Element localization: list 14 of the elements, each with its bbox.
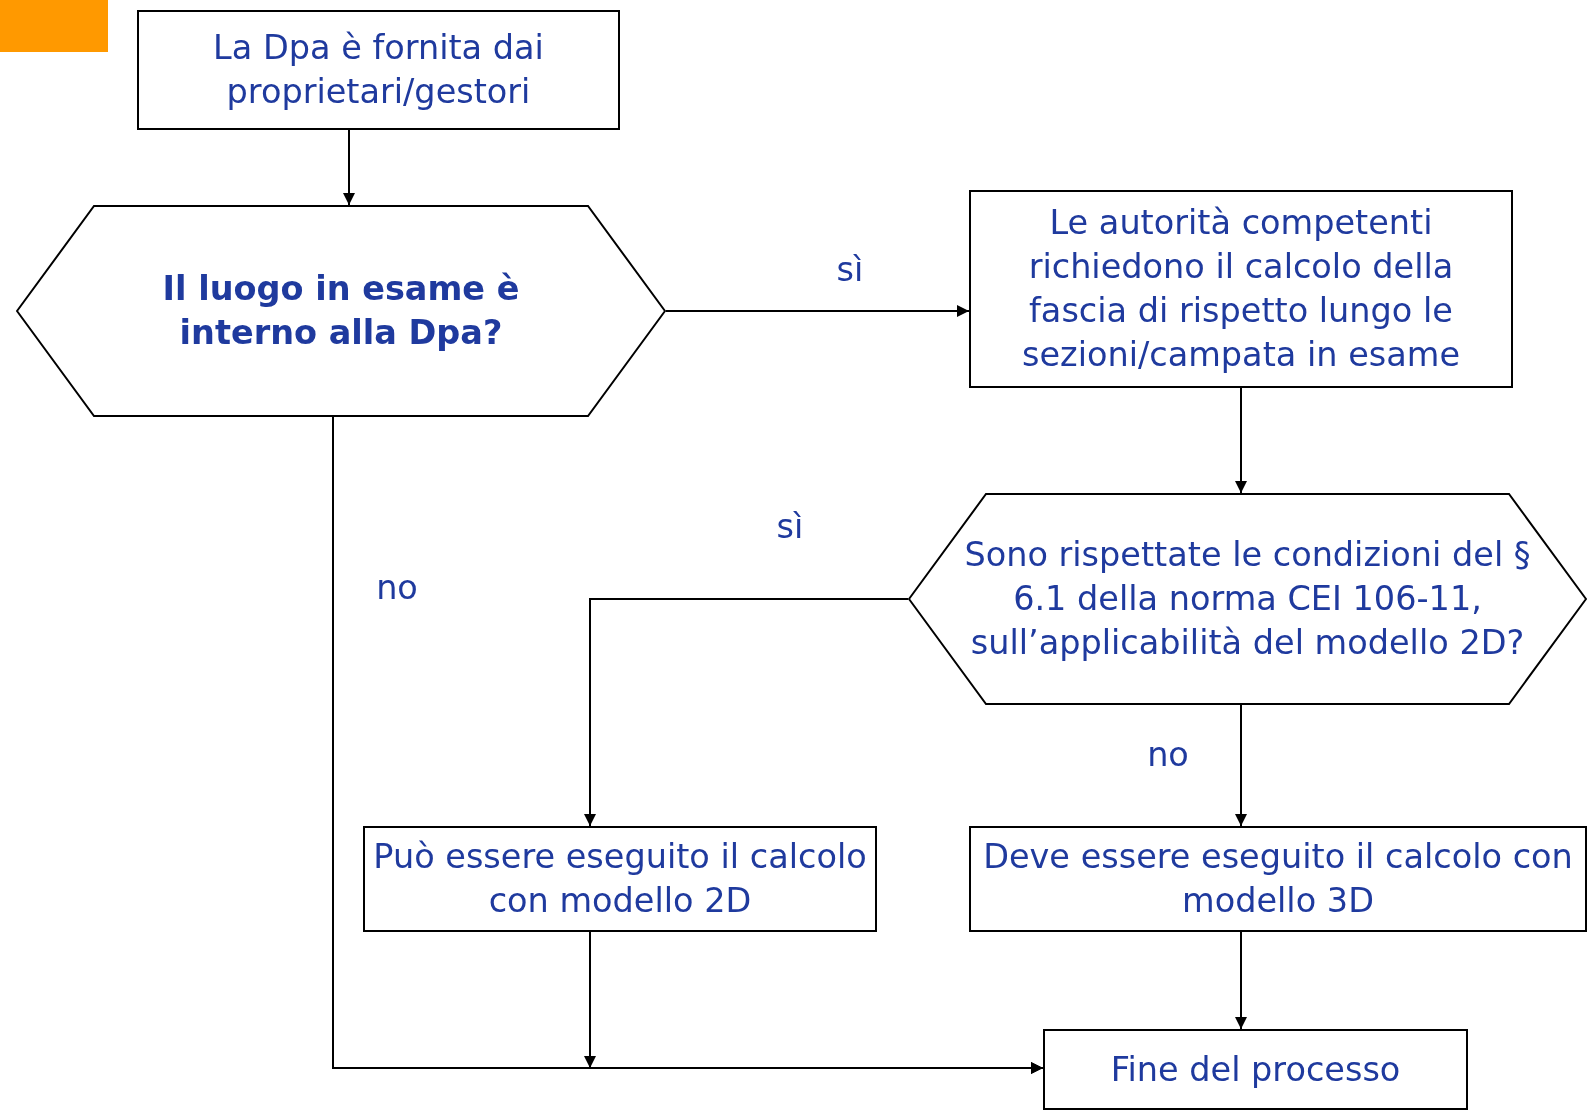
step-text: La Dpa è fornita dai proprietari/gestori: [212, 27, 545, 113]
step-text: Le autorità competenti richiedono il calcolo della fascia di rispetto lungo le sezioni/campata in esame: [1021, 202, 1461, 376]
step-text: Deve essere eseguito il calcolo con modello 3D: [982, 836, 1574, 922]
question-text: Il luogo in esame è interno alla Dpa?: [161, 268, 521, 354]
decision-hexagon: [16, 205, 666, 417]
process-box: [1043, 1029, 1468, 1110]
process-box: [969, 826, 1587, 932]
process-box: [969, 190, 1513, 388]
question-text: Sono rispettate le condizioni del § 6.1 della norma CEI 106-11, sull’applicabilità del modello 2D?: [963, 534, 1532, 664]
process-box: [363, 826, 877, 932]
decision-hexagon: [908, 493, 1587, 705]
step-text: Può essere eseguito il calcolo con modello 2D: [372, 836, 868, 922]
step-text: Fine del processo: [1109, 1048, 1402, 1091]
process-box: [137, 10, 620, 130]
